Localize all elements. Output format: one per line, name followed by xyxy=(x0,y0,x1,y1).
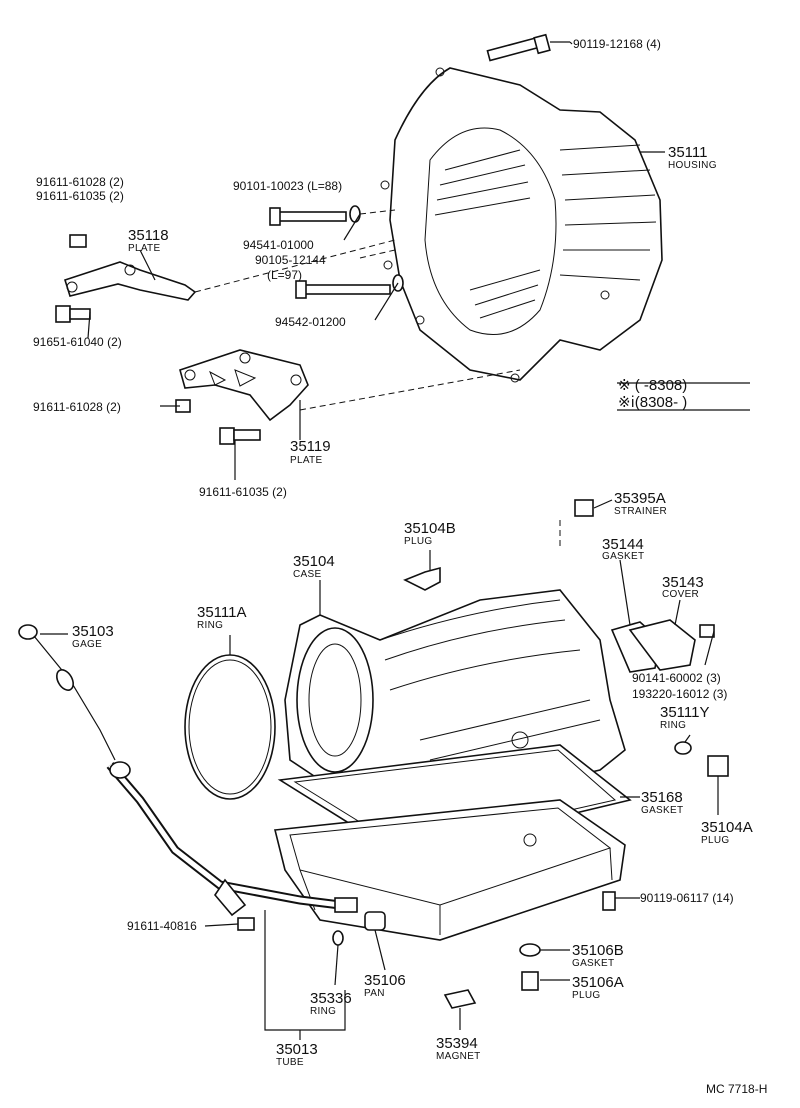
top-bolt-drawing xyxy=(486,33,570,62)
legend-row: ※ⅰ(8308- ) xyxy=(618,394,687,411)
part-number-label: (L=97) xyxy=(267,268,302,282)
callout-name: CASE xyxy=(293,569,321,580)
callout-number: 35106B xyxy=(572,942,624,959)
callout-name: STRAINER xyxy=(614,506,667,517)
part-number-label: 91611-61035 (2) xyxy=(36,189,124,203)
callout-35104A: 35104A PLUG xyxy=(701,819,753,846)
part-number-label: 90141-60002 (3) xyxy=(632,671,721,685)
callout-name: GASKET xyxy=(572,958,614,969)
ring-35111A-drawing xyxy=(184,654,276,800)
callout-35168: 35168 GASKET xyxy=(641,789,683,816)
gage-tube-drawing xyxy=(18,624,386,931)
part-number-label: 90101-10023 (L=88) xyxy=(233,179,342,193)
callout-35119: 35119 PLATE xyxy=(290,438,331,466)
callout-35103: 35103 GAGE xyxy=(72,623,114,650)
part-number-label: 94542-01200 xyxy=(275,315,346,329)
callout-35143: 35143 COVER xyxy=(662,574,704,600)
callout-number: 35013 xyxy=(276,1041,318,1058)
callout-35104: 35104 CASE xyxy=(293,553,335,580)
callout-number: 35104A xyxy=(701,819,753,836)
small-bolts-drawing xyxy=(55,234,261,445)
callout-name: PAN xyxy=(364,988,385,999)
callout-number: 35118 xyxy=(128,227,169,244)
callout-name: GAGE xyxy=(72,639,102,650)
pan-35106-drawing xyxy=(274,799,626,941)
part-number-label: 90119-12168 (4) xyxy=(573,37,661,51)
part-number-label: 90119-06117 (14) xyxy=(640,891,734,905)
callout-name: MAGNET xyxy=(436,1051,481,1062)
callout-number: 35336 xyxy=(310,990,352,1007)
callout-name: TUBE xyxy=(276,1057,304,1068)
part-number-label: 90105-12144 xyxy=(255,253,326,267)
callout-number: 35143 xyxy=(662,574,704,591)
part-number-label: 91611-61028 (2) xyxy=(33,400,121,414)
callout-name: PLATE xyxy=(290,455,322,466)
callout-number: 35106 xyxy=(364,972,406,989)
callout-35395A: 35395A STRAINER xyxy=(614,490,667,517)
callout-number: 35104B xyxy=(404,520,456,537)
plate-35119-drawing xyxy=(179,349,521,422)
callout-name: RING xyxy=(197,620,223,631)
callout-name: RING xyxy=(660,720,686,731)
plate-35118-drawing xyxy=(64,239,396,301)
callout-number: 35111A xyxy=(197,604,247,621)
callout-35106: 35106 PAN xyxy=(364,972,406,999)
callout-number: 35395A xyxy=(614,490,666,507)
callout-number: 35103 xyxy=(72,623,114,640)
bolt-l88-drawing xyxy=(269,205,396,226)
callout-name: GASKET xyxy=(602,551,644,562)
part-number-label: 91611-61035 (2) xyxy=(199,485,287,499)
callout-name: PLATE xyxy=(128,243,160,254)
callout-name: HOUSING xyxy=(668,160,717,171)
callout-35106B: 35106B GASKET xyxy=(572,942,624,969)
callout-35013: 35013 TUBE xyxy=(276,1041,318,1068)
part-number-label: 94541-01000 xyxy=(243,238,314,252)
leader-lines xyxy=(40,41,750,1040)
part-number-label: 193220-16012 (3) xyxy=(632,687,727,701)
part-number-label: 91651-61040 (2) xyxy=(33,335,122,349)
callout-35104B: 35104B PLUG xyxy=(404,520,456,547)
callout-name: COVER xyxy=(662,589,699,600)
callout-35111Y: 35111Y RING xyxy=(660,704,710,731)
callout-name: PLUG xyxy=(572,990,600,1001)
callout-name: RING xyxy=(310,1006,336,1017)
callout-35106A: 35106A PLUG xyxy=(572,974,624,1001)
housing-drawing xyxy=(380,67,663,383)
callout-number: 35111 xyxy=(668,144,708,161)
callout-number: 35144 xyxy=(602,536,644,553)
callout-35144: 35144 GASKET xyxy=(602,536,644,562)
callout-35118: 35118 PLATE xyxy=(128,227,169,254)
callout-number: 35106A xyxy=(572,974,624,991)
part-number-label: 91611-40816 xyxy=(127,919,197,933)
callout-35111A: 35111A RING xyxy=(197,604,247,631)
ring-35111A-inner-drawing xyxy=(188,659,272,795)
part-number-label: 91611-61028 (2) xyxy=(36,175,124,189)
callout-number: 35104 xyxy=(293,553,335,570)
callout-name: PLUG xyxy=(701,835,729,846)
callout-35111: 35111 HOUSING xyxy=(668,144,717,171)
callout-number: 35119 xyxy=(290,438,331,455)
diagram-code: MC 7718-H xyxy=(706,1082,767,1096)
legend-row: ※ ( -8308) xyxy=(618,377,687,394)
callout-number: 35394 xyxy=(436,1035,478,1052)
callout-number: 35168 xyxy=(641,789,683,806)
callout-35394: 35394 MAGNET xyxy=(436,1035,481,1062)
callout-name: GASKET xyxy=(641,805,683,816)
callout-35336: 35336 RING xyxy=(310,990,352,1017)
callout-name: PLUG xyxy=(404,536,432,547)
callout-number: 35111Y xyxy=(660,704,710,721)
